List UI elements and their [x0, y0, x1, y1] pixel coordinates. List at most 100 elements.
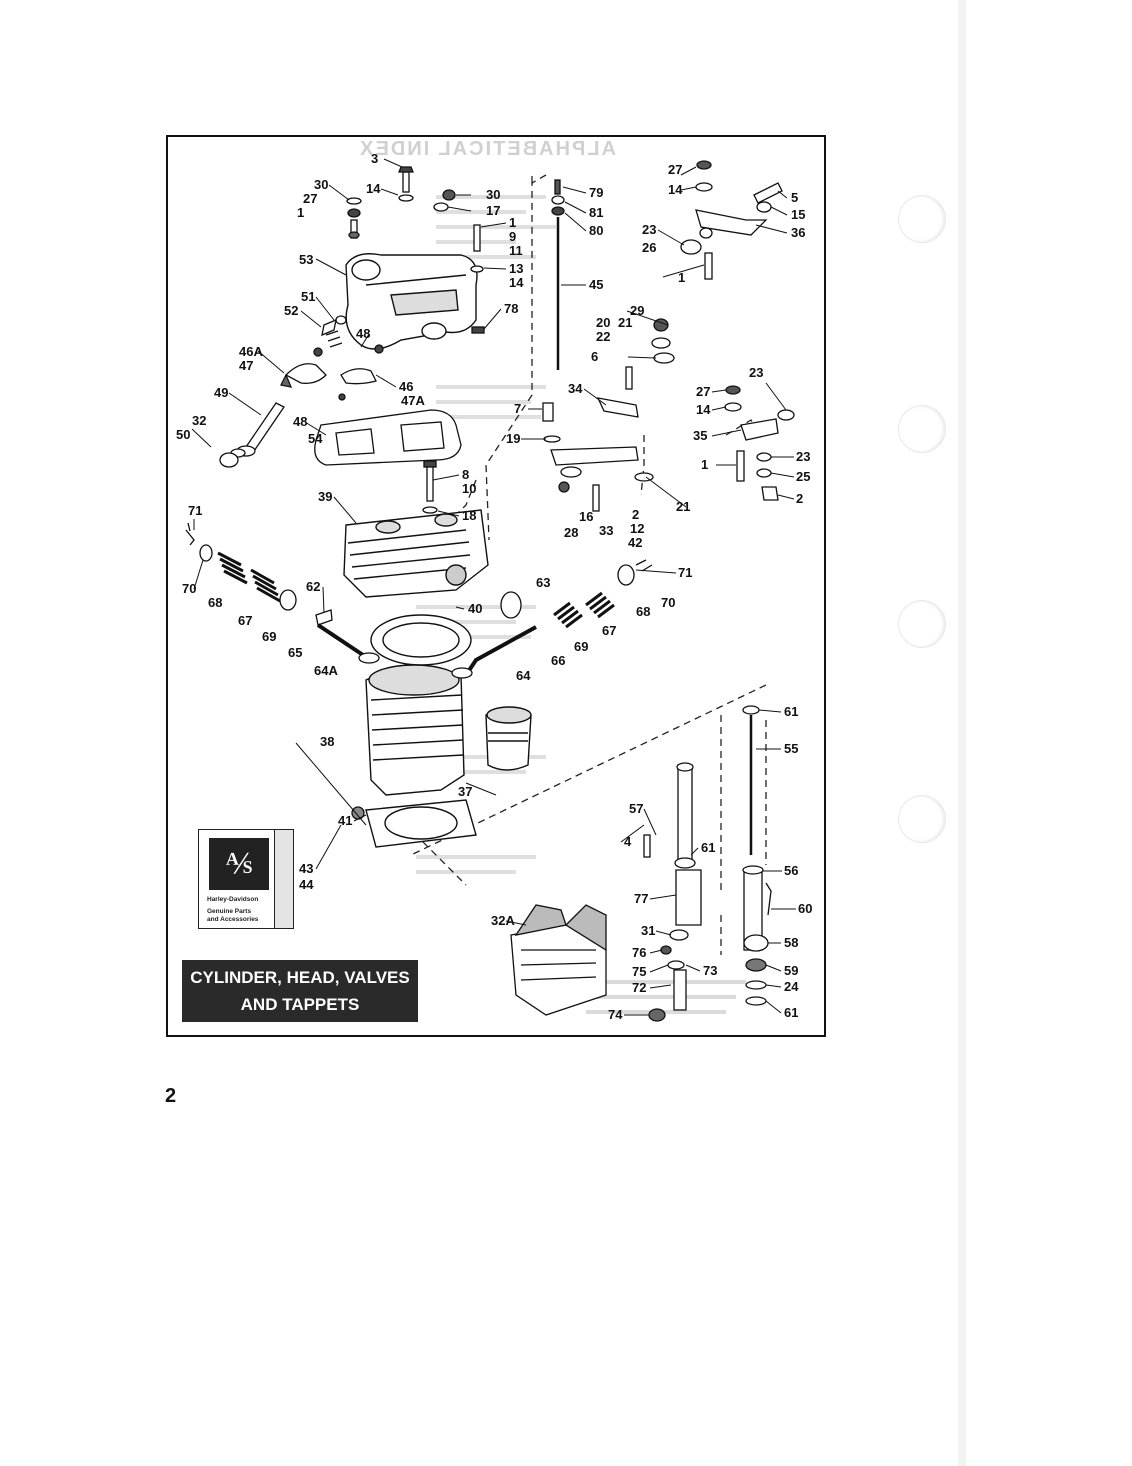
- callout: 14: [668, 182, 683, 197]
- head-bolts: [422, 460, 438, 514]
- callout-labels: 3 14 30 27 1 30 1 7 1 9 11 13 14 53 51 5 2…: [176, 151, 812, 1022]
- callout: 81: [589, 205, 603, 220]
- callout: 68: [636, 604, 650, 619]
- callout: 30: [314, 177, 328, 192]
- callout: 1: [678, 270, 685, 285]
- callout: 61: [784, 1005, 798, 1020]
- callout: 42: [628, 535, 642, 550]
- brand-name: Harley-Davidson: [207, 896, 259, 903]
- callout: 30: [486, 187, 500, 202]
- callout: 34: [568, 381, 583, 396]
- callout: 46: [399, 379, 413, 394]
- page-number: 2: [165, 1085, 177, 1107]
- callout: 12: [630, 521, 644, 536]
- callout: 63: [536, 575, 550, 590]
- callout: 10: [462, 481, 476, 496]
- callout: 65: [288, 645, 302, 660]
- callout: 13: [509, 261, 523, 276]
- callout: 40: [468, 601, 482, 616]
- mounting-brackets: [542, 318, 675, 512]
- callout: 29: [630, 303, 644, 318]
- callout: 31: [641, 923, 655, 938]
- callout: 43: [299, 861, 313, 876]
- callout: 67: [238, 613, 252, 628]
- callout: 16: [579, 509, 593, 524]
- callout: 15: [791, 207, 805, 222]
- callout: 26: [642, 240, 656, 255]
- callout: 9: [509, 229, 516, 244]
- callout: 48: [356, 326, 370, 341]
- callout: 70: [661, 595, 675, 610]
- left-valve-group: [185, 522, 380, 820]
- callout: 61: [701, 840, 715, 855]
- callout: 23: [642, 222, 656, 237]
- callout: 32A: [491, 913, 515, 928]
- callout: 35: [693, 428, 707, 443]
- callout: 27: [303, 191, 317, 206]
- callout: 56: [784, 863, 798, 878]
- rocker-arms: [219, 363, 377, 468]
- callout: 76: [632, 945, 646, 960]
- callout: 75: [632, 964, 646, 979]
- callout: 47: [239, 358, 253, 373]
- callout: 80: [589, 223, 603, 238]
- callout: 23: [796, 449, 810, 464]
- callout: 54: [308, 431, 323, 446]
- callout: 14: [696, 402, 711, 417]
- callout: 51: [301, 289, 315, 304]
- callout: 2: [632, 507, 639, 522]
- callout: 1: [701, 457, 708, 472]
- callout: 41: [338, 813, 352, 828]
- callout: 49: [214, 385, 228, 400]
- callout: 67: [602, 623, 616, 638]
- callout: 66: [551, 653, 565, 668]
- rocker-cover: [345, 253, 478, 350]
- section-caption: CYLINDER, HEAD, VALVES AND TAPPETS: [182, 960, 418, 1022]
- caption-line-1: CYLINDER, HEAD, VALVES: [190, 968, 410, 987]
- callout: 44: [299, 877, 314, 892]
- engine-silhouette: [510, 904, 607, 1016]
- callout: 2: [796, 491, 803, 506]
- brand-badge: ⅍ Harley-Davidson Genuine Parts and Acce…: [198, 829, 294, 929]
- callout: 64A: [314, 663, 338, 678]
- callout: 53: [299, 252, 313, 267]
- callout: 58: [784, 935, 798, 950]
- callout: 37: [458, 784, 472, 799]
- callout: 27: [696, 384, 710, 399]
- callout: 77: [634, 891, 648, 906]
- brand-line1: Genuine Parts: [207, 908, 252, 915]
- callout: 60: [798, 901, 812, 916]
- callout: 27: [668, 162, 682, 177]
- callout: 28: [564, 525, 578, 540]
- callout: 47A: [401, 393, 425, 408]
- callout: 48: [293, 414, 307, 429]
- binder-hole: [898, 405, 946, 453]
- binder-hole: [898, 195, 946, 243]
- callout: 20: [596, 315, 610, 330]
- callout: 45: [589, 277, 603, 292]
- callout: 3: [371, 151, 378, 166]
- right-valve-group: [451, 559, 653, 679]
- callout: 1: [509, 215, 516, 230]
- callout: 57: [629, 801, 643, 816]
- callout: 25: [796, 469, 810, 484]
- callout: 39: [318, 489, 332, 504]
- callout: 11: [509, 243, 523, 258]
- callout: 33: [599, 523, 613, 538]
- callout: 8: [462, 467, 469, 482]
- callout: 68: [208, 595, 222, 610]
- callout: 69: [574, 639, 588, 654]
- cylinder-head: [343, 509, 489, 598]
- callout: 72: [632, 980, 646, 995]
- right-bracket-group: [680, 160, 795, 501]
- brand-line2: and Accessories: [207, 916, 259, 923]
- callout: 4: [624, 834, 632, 849]
- leader-lines: [191, 158, 796, 1016]
- callout: 5: [791, 190, 798, 205]
- callout: 46A: [239, 344, 263, 359]
- callout: 78: [504, 301, 518, 316]
- callout: 59: [784, 963, 798, 978]
- binder-hole: [898, 795, 946, 843]
- callout: 74: [608, 1007, 623, 1022]
- callout: 7: [514, 401, 521, 416]
